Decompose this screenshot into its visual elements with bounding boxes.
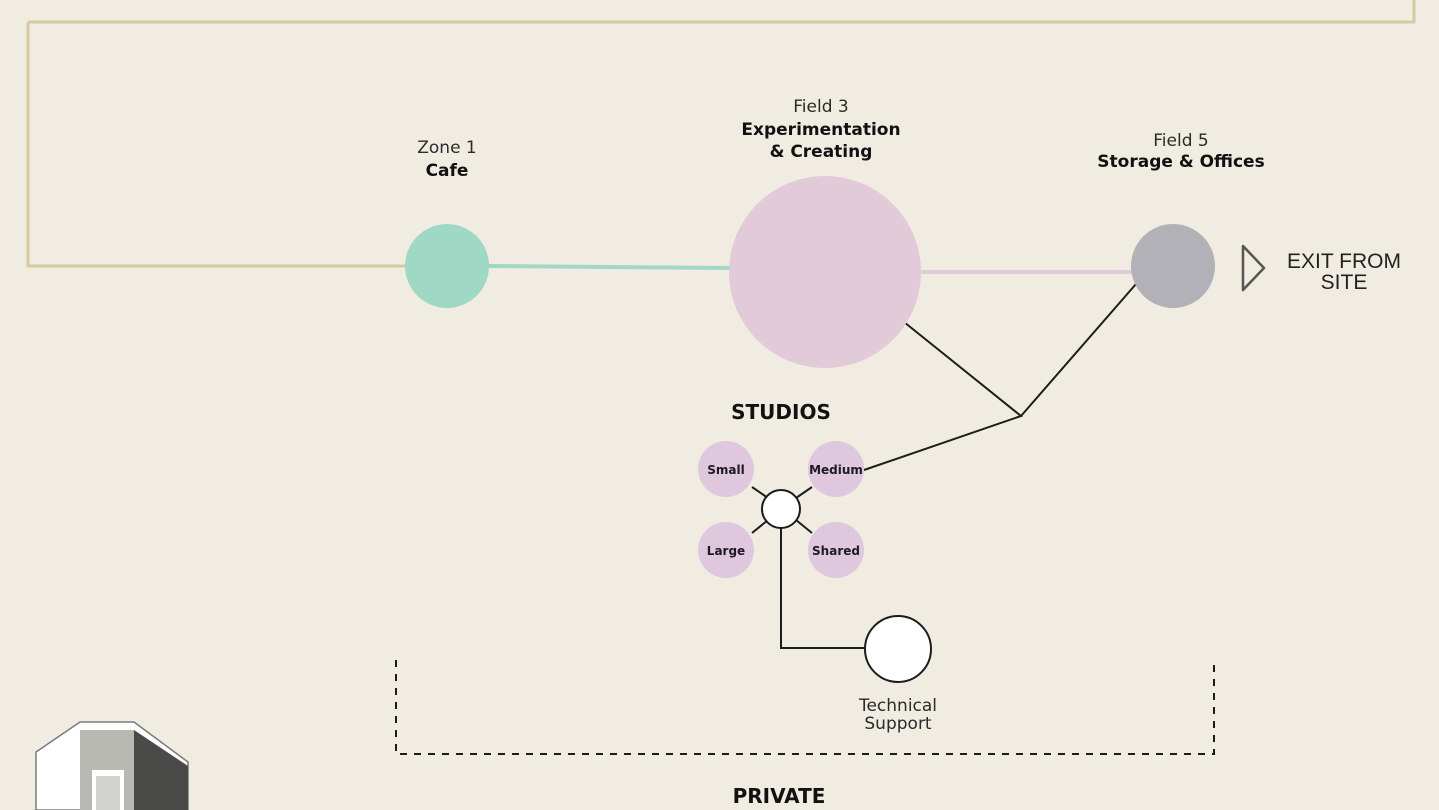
hub-to-technical-link [780,528,864,649]
experimentation-prefix-label: Field 3 [793,97,848,117]
technical-support-line2: Support [864,714,932,734]
storage-name-label: Storage & Offices [1097,152,1264,172]
storage-access-link [1020,283,1137,417]
storage-prefix-label: Field 5 [1153,131,1208,151]
private-zone-label: PRIVATE [733,784,826,808]
studio-hub-node [761,489,801,529]
studio-shared-node [808,522,864,578]
studio-small-label: Small [707,463,744,477]
studio-large-node [698,522,754,578]
studios-title: STUDIOS [731,400,831,424]
experimentation-name-line2: & Creating [770,142,873,162]
hub-spoke-small [751,486,769,499]
storage-node [1131,224,1215,308]
exit-label-line2: SITE [1321,271,1368,294]
studio-shared-label: Shared [812,544,860,558]
studio-small-node [698,441,754,497]
cafe-node [405,224,489,308]
exit-label-line1: EXIT FROM [1287,250,1401,273]
building-sketch-icon [35,721,189,810]
cafe-prefix-label: Zone 1 [417,138,477,158]
experimentation-node [729,176,921,368]
technical-support-node [864,615,932,683]
cafe-name-label: Cafe [426,161,469,181]
experimentation-name-line1: Experimentation [741,120,900,140]
studio-medium-node [808,441,864,497]
site-frame-line [26,0,1416,268]
hub-spoke-medium [795,486,813,499]
hub-spoke-large [751,519,769,534]
technical-support-line1: Technical [858,696,937,716]
studio-large-label: Large [707,544,745,558]
cafe-to-experimentation-link [487,264,733,270]
hub-spoke-shared [795,519,813,534]
studio-medium-label: Medium [809,463,863,477]
play-triangle-icon [1241,244,1266,292]
private-zone-bracket [395,660,1215,755]
